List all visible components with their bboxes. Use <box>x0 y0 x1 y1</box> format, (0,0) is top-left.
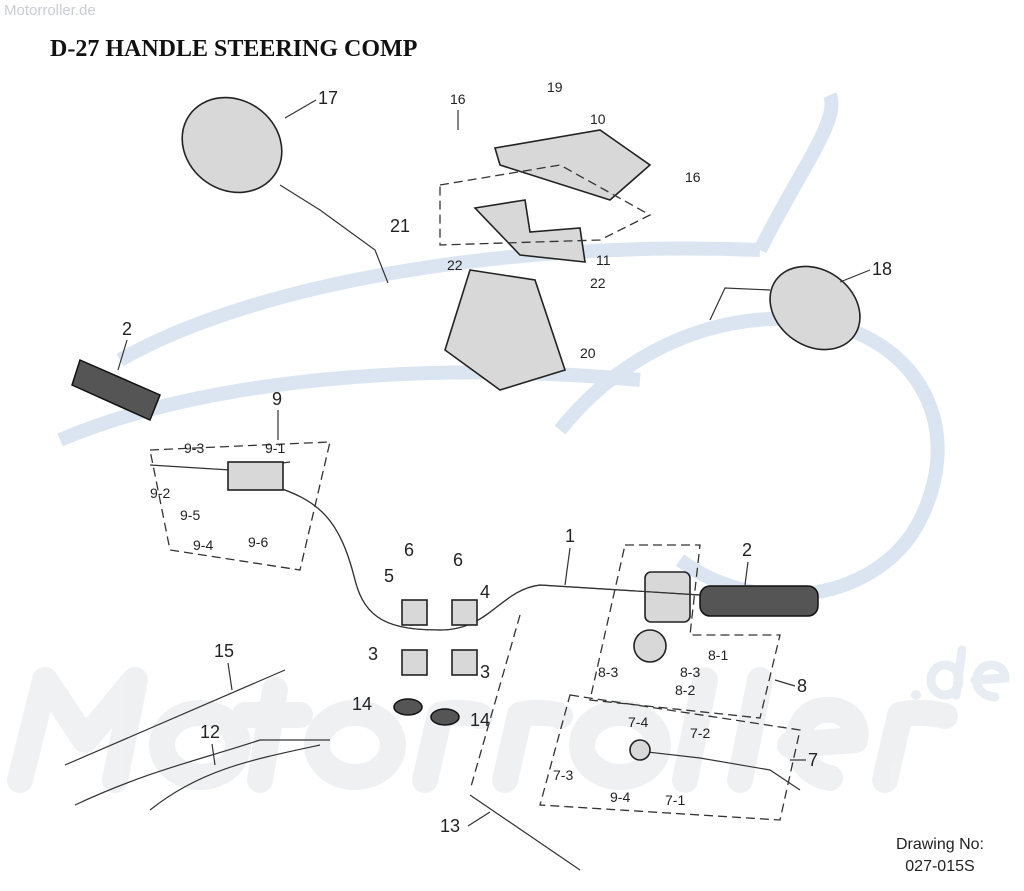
callout: 9-6 <box>248 534 268 550</box>
callout: 8-2 <box>675 682 695 698</box>
callout: 7-4 <box>628 714 648 730</box>
group-8-switch-assembly <box>589 544 781 719</box>
drawing-number-label: Drawing No: <box>895 836 984 853</box>
callout: 19 <box>547 79 563 95</box>
callout: 9-3 <box>184 440 204 456</box>
drawing-number-block: Drawing No: 027-015S <box>896 834 984 878</box>
callout: 2 <box>742 540 752 560</box>
callout: 9-4 <box>610 789 630 805</box>
callout: 7 <box>808 750 818 770</box>
callout: 8 <box>797 676 807 696</box>
callout: 6 <box>404 540 414 560</box>
callout: 17 <box>318 88 338 108</box>
grip-left <box>71 358 161 422</box>
clamps <box>393 599 478 726</box>
meter-bracket <box>439 129 652 391</box>
callout: 16 <box>450 91 466 107</box>
drawing-number: 027-015S <box>905 858 975 875</box>
callout: 3 <box>368 644 378 664</box>
callout: 15 <box>214 641 234 661</box>
callout: 11 <box>596 252 611 268</box>
handlebar <box>269 484 701 631</box>
callout: 5 <box>384 566 394 586</box>
callout: 7-2 <box>690 725 710 741</box>
mirror-right <box>709 265 861 351</box>
callout: 2 <box>122 319 132 339</box>
callout: 14 <box>352 694 372 714</box>
grip-right <box>644 571 819 623</box>
callout: 4 <box>480 582 490 602</box>
callout: 13 <box>440 816 460 836</box>
callout: 9-2 <box>150 485 170 501</box>
callout: 8-3 <box>598 664 618 680</box>
callout: 9-1 <box>265 440 285 456</box>
callout: 22 <box>447 257 463 273</box>
diagram-title: D-27 HANDLE STEERING COMP <box>50 36 418 62</box>
cables <box>64 614 581 871</box>
callout: 12 <box>200 722 220 742</box>
watermark-logo-text: Motorroller.de <box>4 2 96 19</box>
callout-labels: 17 16 19 10 16 21 22 11 22 20 18 2 9 9-3… <box>117 79 892 836</box>
callout: 14 <box>470 710 490 730</box>
mirror-left <box>181 96 389 284</box>
callout: 18 <box>872 259 892 279</box>
callout: 8-1 <box>708 647 728 663</box>
callout: 7-3 <box>553 767 573 783</box>
callout: 20 <box>580 345 596 361</box>
watermark-domain-lettering <box>911 645 1010 702</box>
callout: 10 <box>590 111 606 127</box>
watermark <box>7 92 1010 793</box>
watermark-big-lettering <box>7 667 958 793</box>
callout: 6 <box>453 550 463 570</box>
callout: 8-3 <box>680 664 700 680</box>
callout: 9-4 <box>193 537 213 553</box>
callout: 9-5 <box>180 507 200 523</box>
callout: 3 <box>480 662 490 682</box>
callout: 9 <box>272 389 282 409</box>
callout: 1 <box>565 526 575 546</box>
callout: 16 <box>685 169 701 185</box>
callout: 7-1 <box>665 792 685 808</box>
callout: 22 <box>590 275 606 291</box>
group-7-lever-assembly <box>539 694 801 821</box>
group-9-lever-assembly <box>149 441 331 571</box>
callout: 21 <box>390 216 410 236</box>
